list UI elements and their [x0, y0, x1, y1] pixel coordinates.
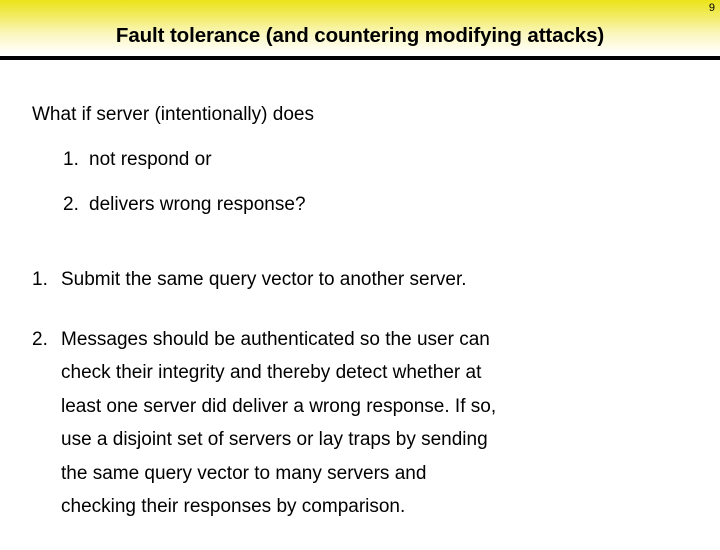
list-item-line: check their integrity and thereby detect… [61, 362, 482, 383]
list-item: 1. Submit the same query vector to anoth… [32, 263, 697, 297]
page-number: 9 [708, 2, 715, 14]
list-item-marker: 1. [63, 149, 79, 170]
lead-question: What if server (intentionally) does [32, 104, 314, 125]
header-divider-rule [0, 56, 720, 60]
list-item: 2. delivers wrong response? [63, 193, 663, 217]
sub-list: 1. not respond or 2. delivers wrong resp… [63, 148, 663, 238]
list-item-line: the same query vector to many servers an… [61, 462, 427, 484]
list-item: 2. Messages should be authenticated so t… [32, 323, 697, 524]
list-item-marker: 1. [32, 269, 48, 290]
list-item-line: checking their responses by comparison. [61, 496, 406, 517]
list-item-line: use a disjoint set of servers or lay tra… [61, 429, 488, 450]
list-item-line: Submit the same query vector to another … [61, 269, 467, 290]
list-item-line: least one server did deliver a wrong res… [61, 395, 497, 417]
list-item-line: Messages should be authenticated so the … [61, 328, 490, 350]
slide-header-band [0, 0, 720, 57]
list-item-label: not respond or [89, 149, 212, 170]
main-list: 1. Submit the same query vector to anoth… [32, 263, 697, 550]
list-item-marker: 2. [63, 194, 79, 215]
list-item: 1. not respond or [63, 148, 663, 172]
page-title: Fault tolerance (and countering modifyin… [115, 24, 605, 47]
list-item-label: delivers wrong response? [89, 194, 306, 215]
list-item-content: Messages should be authenticated so the … [61, 323, 697, 524]
list-item-content: Submit the same query vector to another … [61, 263, 697, 297]
slide-body: What if server (intentionally) does 1. n… [0, 60, 720, 540]
list-item-marker: 2. [32, 328, 48, 350]
